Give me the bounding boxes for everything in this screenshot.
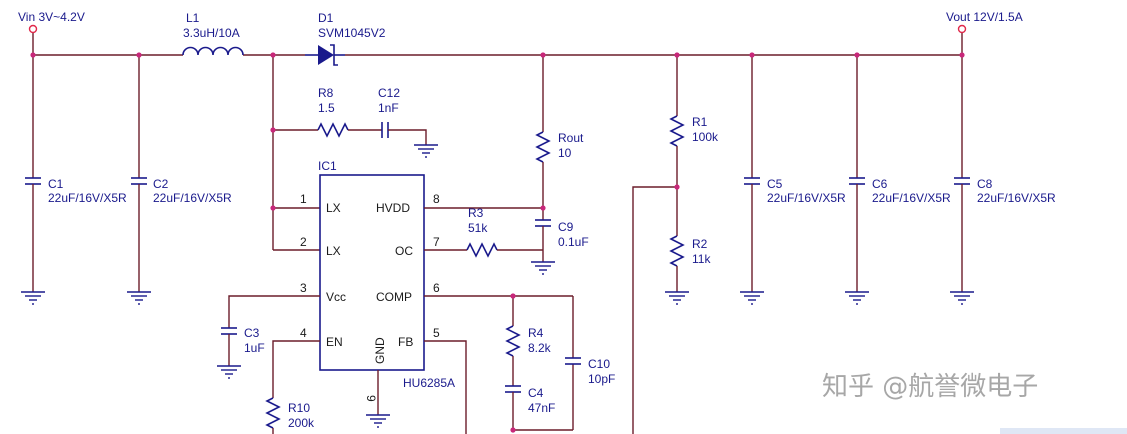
r2-ref: R2	[692, 237, 708, 251]
pin-label-en: EN	[326, 335, 343, 349]
c8-ref: C8	[977, 177, 993, 191]
c4-value: 47nF	[528, 401, 555, 415]
c2-ref: C2	[153, 177, 169, 191]
d1-ref: D1	[318, 11, 334, 25]
capacitor-c8: C8 22uF/16V/X5R	[954, 55, 1056, 292]
l1-value: 3.3uH/10A	[183, 26, 240, 40]
pin-number-9: 9	[364, 395, 378, 402]
pin-label-lx1: LX	[326, 201, 341, 215]
junction-dots	[30, 52, 965, 433]
c1-value: 22uF/16V/X5R	[48, 191, 127, 205]
c5-value: 22uF/16V/X5R	[767, 191, 846, 205]
r8-ref: R8	[318, 86, 334, 100]
pin-label-hvdd: HVDD	[376, 201, 410, 215]
c10-ref: C10	[588, 357, 610, 371]
capacitor-c2: C2 22uF/16V/X5R	[131, 55, 232, 292]
r2-value: 11k	[692, 252, 711, 266]
pin-label-comp: COMP	[376, 290, 412, 304]
c12-value: 1nF	[378, 101, 399, 115]
c9-value: 0.1uF	[558, 235, 589, 249]
pin-number-4: 4	[300, 326, 307, 340]
capacitor-c12: C12 1nF	[378, 86, 427, 145]
r3-value: 51k	[468, 221, 488, 235]
diode-d1: D1 SVM1045V2	[305, 11, 386, 66]
c10-value: 10pF	[588, 372, 615, 386]
c4-ref: C4	[528, 386, 544, 400]
top-rail	[32, 33, 963, 56]
l1-ref: L1	[186, 11, 200, 25]
c2-value: 22uF/16V/X5R	[153, 191, 232, 205]
vout-label: Vout 12V/1.5A	[946, 10, 1023, 24]
pin-number-3: 3	[300, 281, 307, 295]
vin-label: Vin 3V~4.2V	[18, 10, 85, 24]
capacitor-c9: C9 0.1uF	[535, 219, 589, 262]
rout-value: 10	[558, 146, 572, 160]
resistor-r3: R3 51k	[424, 206, 543, 258]
c12-ref: C12	[378, 86, 400, 100]
resistor-rout: Rout 10	[535, 55, 584, 220]
capacitor-c5: C5 22uF/16V/X5R	[744, 55, 846, 292]
r10-value: 200k	[288, 416, 315, 430]
comp-network	[424, 295, 574, 431]
capacitor-c1: C1 22uF/16V/X5R	[25, 55, 127, 292]
bottom-strip	[1000, 428, 1127, 434]
capacitor-c6: C6 22uF/16V/X5R	[849, 55, 951, 292]
c6-ref: C6	[872, 177, 888, 191]
capacitor-c3: C3 1uF	[221, 295, 320, 366]
r3-ref: R3	[468, 206, 484, 220]
switch-node-wiring	[272, 55, 320, 251]
c5-ref: C5	[767, 177, 783, 191]
resistor-r1: R1 100k	[669, 55, 719, 236]
r4-ref: R4	[528, 326, 544, 340]
ic1-ref: IC1	[318, 159, 337, 173]
pin-number-6: 6	[433, 281, 440, 295]
pin-label-gnd: GND	[373, 337, 387, 364]
resistor-r2: R2 11k	[669, 235, 711, 292]
pin-number-8: 8	[433, 192, 440, 206]
ic1-chip: IC1 HU6285A LX LX Vcc EN HVDD OC COMP FB…	[300, 159, 455, 402]
r4-value: 8.2k	[528, 341, 552, 355]
pin-label-fb: FB	[398, 335, 413, 349]
r8-value: 1.5	[318, 101, 335, 115]
pin-number-5: 5	[433, 326, 440, 340]
r1-value: 100k	[692, 130, 719, 144]
ground-symbols	[21, 144, 974, 428]
c3-value: 1uF	[244, 341, 265, 355]
capacitor-c10: C10 10pF	[565, 357, 615, 386]
c6-value: 22uF/16V/X5R	[872, 191, 951, 205]
capacitor-c4: C4 47nF	[505, 385, 555, 430]
pin-number-1: 1	[300, 192, 307, 206]
vin-terminal: Vin 3V~4.2V	[18, 10, 85, 34]
ic1-part: HU6285A	[403, 376, 455, 390]
c1-ref: C1	[48, 177, 64, 191]
pin-number-7: 7	[433, 235, 440, 249]
d1-value: SVM1045V2	[318, 26, 386, 40]
feedback-wire	[632, 186, 677, 434]
fb-wire	[424, 340, 467, 434]
vout-terminal: Vout 12V/1.5A	[946, 10, 1023, 34]
c9-ref: C9	[558, 220, 574, 234]
resistor-r10: R10 200k	[265, 340, 320, 434]
pin-label-lx2: LX	[326, 244, 341, 258]
resistor-r8: R8 1.5	[317, 86, 382, 138]
inductor-l1: L1 3.3uH/10A	[182, 11, 244, 56]
r10-ref: R10	[288, 401, 310, 415]
r1-ref: R1	[692, 115, 708, 129]
pin-number-2: 2	[300, 235, 307, 249]
pin-label-vcc: Vcc	[326, 290, 346, 304]
c8-value: 22uF/16V/X5R	[977, 191, 1056, 205]
pin-label-oc: OC	[395, 244, 413, 258]
resistor-r4: R4 8.2k	[505, 325, 552, 386]
watermark: 知乎 @航誉微电子	[822, 372, 1038, 402]
c3-ref: C3	[244, 326, 260, 340]
rout-ref: Rout	[558, 131, 584, 145]
